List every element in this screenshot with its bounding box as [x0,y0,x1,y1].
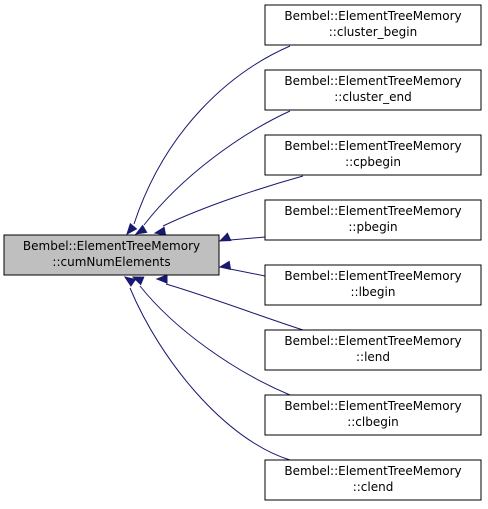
call-edge [129,287,291,461]
arrowhead [218,260,232,270]
call-edge [139,285,291,396]
arrowhead [218,232,232,242]
focus-node[interactable]: Bembel::ElementTreeMemory ::cumNumElemen… [3,234,220,276]
caller-node-clbegin[interactable]: Bembel::ElementTreeMemory ::clbegin [264,394,482,436]
caller-node-pbegin[interactable]: Bembel::ElementTreeMemory ::pbegin [264,199,482,241]
caller-member: ::cpbegin [345,155,401,169]
caller-node-cluster-end[interactable]: Bembel::ElementTreeMemory ::cluster_end [264,69,482,111]
call-edge [165,283,304,331]
caller-node-clend[interactable]: Bembel::ElementTreeMemory ::clend [264,459,482,501]
arrowhead [134,224,148,235]
caller-member: ::lend [356,350,390,364]
arrowhead [153,226,167,236]
caller-name: Bembel::ElementTreeMemory [284,9,461,23]
caller-member: ::clbegin [347,415,399,429]
caller-node-cluster-begin[interactable]: Bembel::ElementTreeMemory ::cluster_begi… [264,4,482,46]
focus-node-member: ::cumNumElements [52,255,170,269]
caller-member: ::cluster_end [334,90,412,104]
call-edges [123,45,304,461]
caller-name: Bembel::ElementTreeMemory [284,139,461,153]
caller-name: Bembel::ElementTreeMemory [284,464,461,478]
arrowhead [131,276,145,286]
caller-member: ::cluster_begin [329,25,417,39]
call-edge [229,268,266,277]
caller-name: Bembel::ElementTreeMemory [284,399,461,413]
caller-name: Bembel::ElementTreeMemory [284,269,461,283]
call-edge [229,236,266,241]
call-edge [143,110,291,226]
caller-name: Bembel::ElementTreeMemory [284,334,461,348]
caller-member: ::pbegin [348,220,397,234]
caller-name: Bembel::ElementTreeMemory [284,74,461,88]
arrowhead [123,276,137,287]
focus-node-name: Bembel::ElementTreeMemory [23,239,200,253]
caller-node-cpbegin[interactable]: Bembel::ElementTreeMemory ::cpbegin [264,134,482,176]
arrowhead [126,222,138,236]
caller-name: Bembel::ElementTreeMemory [284,204,461,218]
caller-node-lbegin[interactable]: Bembel::ElementTreeMemory ::lbegin [264,264,482,306]
caller-member: ::clend [353,480,394,494]
caller-node-lend[interactable]: Bembel::ElementTreeMemory ::lend [264,329,482,371]
caller-nodes: Bembel::ElementTreeMemory ::cluster_begi… [264,4,482,501]
call-edge [162,175,304,227]
call-edge [133,45,291,225]
caller-member: ::lbegin [351,285,396,299]
arrowhead [155,274,168,284]
